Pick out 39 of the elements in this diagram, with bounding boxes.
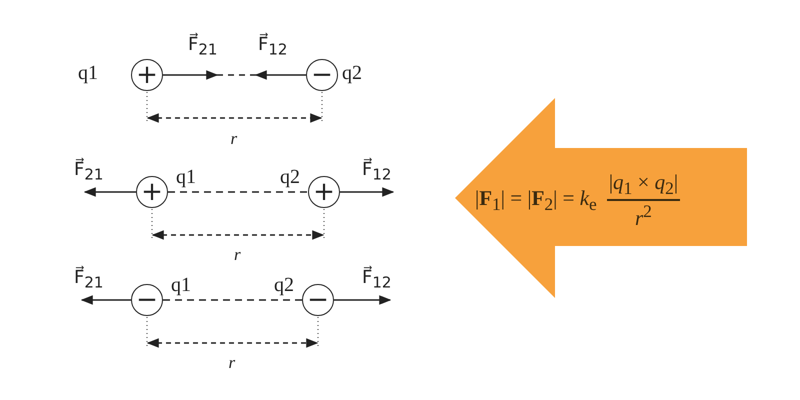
force-label: F⃗$_{12}$ bbox=[258, 34, 288, 61]
distance-label: r bbox=[228, 352, 236, 374]
charge-sign: + bbox=[136, 62, 158, 88]
formula-denominator: r$^{2}$ bbox=[634, 201, 652, 232]
force-label: F⃗$_{21}$ bbox=[188, 34, 218, 61]
force-arrow bbox=[84, 187, 136, 197]
distance-label: r bbox=[234, 244, 241, 266]
dashed-line bbox=[168, 191, 308, 193]
charge-label: q1 bbox=[171, 274, 191, 296]
force-label: F⃗$_{21}$ bbox=[74, 267, 104, 294]
charge-circle bbox=[136, 176, 168, 208]
force-label: F⃗$_{12}$ bbox=[362, 159, 392, 186]
charge-circle bbox=[131, 59, 163, 91]
charge-sign: − bbox=[136, 287, 158, 313]
charge-sign: + bbox=[141, 179, 163, 205]
charge-circle bbox=[306, 59, 338, 91]
charge-label: q2 bbox=[342, 62, 362, 84]
force-arrow bbox=[163, 70, 218, 80]
distance-label: r bbox=[230, 128, 238, 150]
formula-text: |F$_{1}$| = |F$_{2}$| = k$_{e}$ bbox=[475, 186, 597, 216]
charge-circle bbox=[308, 176, 340, 208]
force-label: F⃗$_{12}$ bbox=[362, 267, 392, 294]
charge-sign: − bbox=[307, 287, 329, 313]
charge-label: q2 bbox=[280, 166, 300, 188]
formula-numerator: |q$_{1}$ × q$_{2}$| bbox=[606, 170, 680, 202]
force-arrow bbox=[334, 295, 392, 305]
dashed-line bbox=[163, 299, 302, 301]
block-arrow bbox=[455, 98, 747, 298]
force-arrow bbox=[254, 70, 306, 80]
force-arrow bbox=[340, 187, 394, 197]
force-label: F⃗$_{21}$ bbox=[74, 159, 104, 186]
charge-circle bbox=[131, 284, 163, 316]
charge-label: q2 bbox=[274, 274, 294, 296]
charge-sign: − bbox=[311, 62, 333, 88]
charge-label: q1 bbox=[78, 62, 98, 84]
charge-circle bbox=[302, 284, 334, 316]
charge-sign: + bbox=[313, 179, 335, 205]
charge-label: q1 bbox=[176, 166, 196, 188]
force-arrow bbox=[80, 295, 131, 305]
